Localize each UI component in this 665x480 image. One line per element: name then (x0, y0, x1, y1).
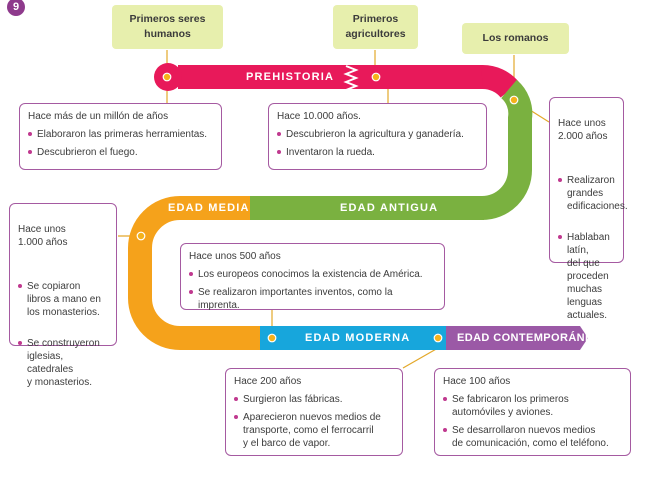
road-zigzag (343, 65, 359, 91)
info-box-header: Hace unos 2.000 años (558, 118, 608, 142)
connector-line (402, 347, 439, 369)
callout-los-romanos: Los romanos (462, 23, 569, 54)
era-label-antigua: EDAD ANTIGUA (340, 202, 439, 214)
road-segment-media (128, 196, 262, 350)
timeline-marker (267, 333, 277, 343)
road-curve-right-green (481, 79, 533, 220)
info-box-item: Descubrieron el fuego. (28, 146, 213, 159)
info-box-item: Realizaron grandes edificaciones. (558, 174, 628, 213)
info-box-header: Hace 200 años (234, 376, 302, 387)
info-box-item: Los europeos conocimos la existencia de … (189, 268, 436, 281)
info-box-antigua: Hace unos 2.000 años Realizaron grandes … (549, 97, 628, 321)
info-box-media: Hace unos 1.000 años Se copiaron libros … (9, 203, 117, 388)
callout-text: Primeros agricultores (345, 13, 406, 40)
info-box-item: Se copiaron libros a mano en los monaste… (18, 280, 108, 319)
info-box-item: Se desarrollaron nuevos medios de comuni… (443, 424, 622, 450)
info-box-prehistoria-2: Hace 10.000 años. Descubrieron la agricu… (268, 103, 487, 170)
info-box-header: Hace más de un millón de años (28, 111, 169, 122)
info-box-moderna-center: Hace unos 500 años Los europeos conocimo… (180, 243, 445, 312)
timeline-marker (162, 72, 172, 82)
era-label-contemporanea: EDAD CONTEMPORÁNEA (457, 332, 602, 344)
info-box-item: Se realizaron importantes inventos, como… (189, 286, 436, 312)
era-label-media: EDAD MEDIA (168, 202, 250, 214)
callout-text: Los romanos (482, 32, 549, 44)
info-box-moderna: Hace 200 años Surgieron las fábricas. Ap… (225, 368, 403, 456)
info-box-item: Surgieron las fábricas. (234, 393, 394, 406)
info-box-header: Hace 10.000 años. (277, 111, 361, 122)
info-box-item: Aparecieron nuevos medios de transporte,… (234, 411, 394, 450)
info-box-header: Hace 100 años (443, 376, 511, 387)
timeline-marker (136, 231, 146, 241)
info-box-item: Hablaban latín, del que proceden muchas … (558, 231, 615, 322)
info-box-item: Inventaron la rueda. (277, 146, 478, 159)
callout-primeros-seres-humanos: Primeros seres humanos (112, 5, 223, 49)
callout-primeros-agricultores: Primeros agricultores (333, 5, 418, 49)
info-box-contemporanea: Hace 100 años Se fabricaron los primeros… (434, 368, 631, 456)
info-box-item: Elaboraron las primeras herramientas. (28, 128, 213, 141)
info-box-item: Se fabricaron los primeros automóviles y… (443, 393, 622, 419)
info-box-header: Hace unos 1.000 años (18, 224, 68, 248)
timeline-marker (371, 72, 381, 82)
road-curve-right-pink (481, 65, 520, 99)
info-box-prehistoria-1: Hace más de un millón de años Elaboraron… (19, 103, 222, 170)
timeline-marker (433, 333, 443, 343)
callout-text: Primeros seres humanos (129, 13, 206, 40)
info-box-item: Se construyeron iglesias, catedrales y m… (18, 337, 108, 389)
page-number-badge: 9 (7, 0, 25, 16)
info-box-header: Hace unos 500 años (189, 251, 281, 262)
timeline-marker (509, 95, 519, 105)
era-label-prehistoria: PREHISTORIA (246, 71, 335, 83)
era-label-moderna: EDAD MODERNA (305, 332, 411, 344)
road-segment-contemporanea (446, 326, 588, 350)
info-box-item: Descubrieron la agricultura y ganadería. (277, 128, 478, 141)
